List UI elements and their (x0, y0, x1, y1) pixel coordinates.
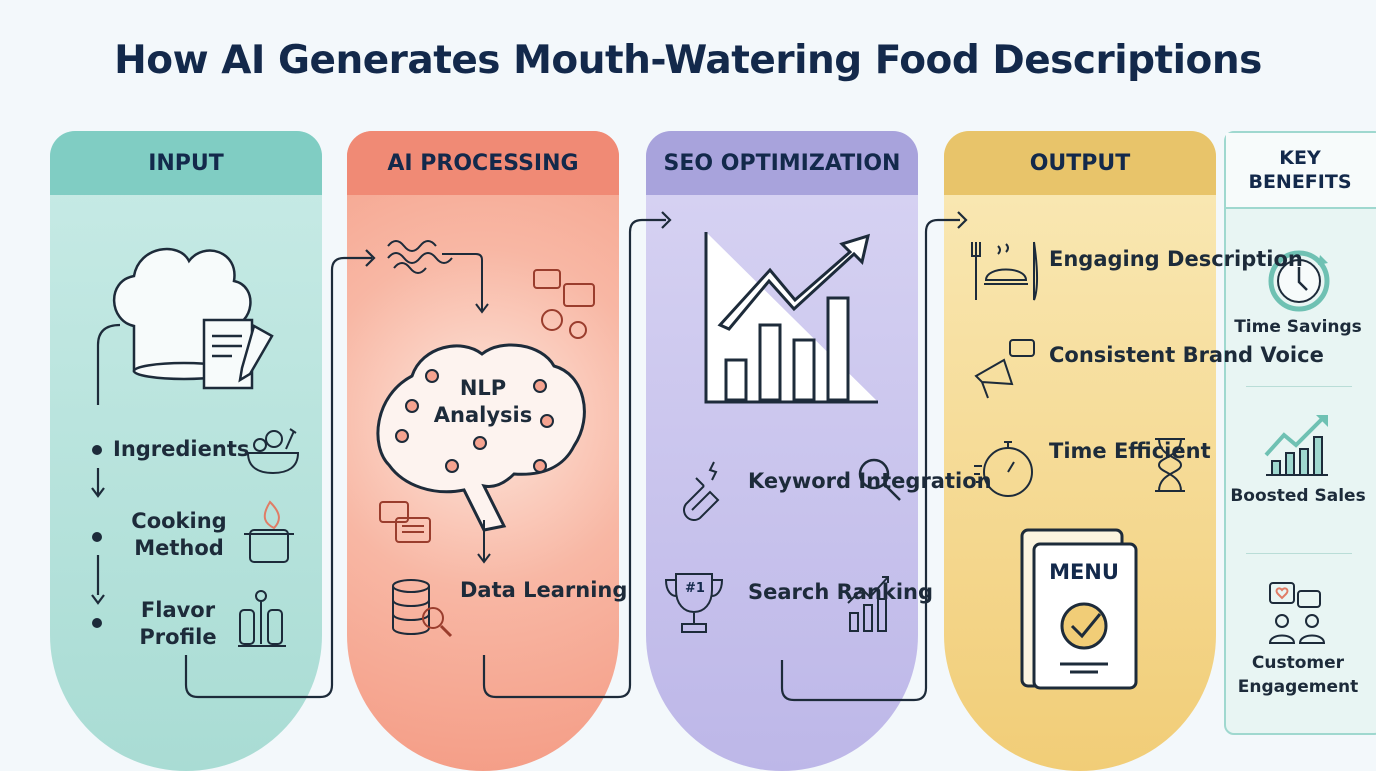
vegetable-bowl-icon (246, 428, 300, 475)
column-header: SEO OPTIMIZATION (646, 131, 918, 195)
search-ranking-label: Search Ranking (748, 580, 934, 604)
salt-pepper-icon (238, 590, 286, 647)
trophy-icon (664, 573, 724, 633)
search-icon (858, 458, 901, 501)
customer-engagement-icon (1268, 582, 1326, 644)
nlp-analysis-label: NLP Analysis (433, 376, 533, 427)
column-header: OUTPUT (944, 131, 1216, 195)
keyword-integration-label: Keyword Integration (748, 469, 992, 493)
consistent-brand-voice-label: Consistent Brand Voice (1049, 343, 1324, 367)
divider (1246, 386, 1352, 387)
engaging-description-label: Engaging Description (1049, 247, 1303, 271)
column-output: OUTPUT (944, 131, 1216, 771)
clock-icon (1268, 250, 1330, 312)
magnet-icon (683, 461, 720, 521)
database-search-icon (392, 579, 453, 638)
benefit-time-savings: Time Savings (1234, 317, 1362, 337)
data-learning-label: Data Learning (460, 578, 628, 602)
wave-icon (387, 240, 489, 314)
input-ingredients: Ingredients (113, 437, 250, 461)
input-cooking-method: Cooking Method (131, 509, 227, 560)
chat-gears-icon (533, 269, 595, 339)
menu-label: MENU (1049, 560, 1119, 584)
time-efficient-label: Time Efficient (1049, 439, 1211, 463)
bar-chart-icon (847, 576, 889, 632)
growth-chart-icon (704, 232, 878, 404)
brain-icon (376, 343, 586, 532)
hourglass-icon (1155, 438, 1185, 492)
food-plate-icon (971, 241, 1038, 301)
connector-input-to-ai (184, 256, 372, 699)
growth-chart-icon (1264, 415, 1328, 476)
megaphone-icon (974, 339, 1035, 399)
benefit-boosted-sales: Boosted Sales (1230, 486, 1366, 506)
column-header: AI PROCESSING (347, 131, 619, 195)
rank-badge: #1 (685, 581, 705, 596)
benefit-customer-engagement: Customer Engagement (1237, 653, 1359, 697)
stopwatch-icon (974, 441, 1033, 497)
page-title: How AI Generates Mouth-Watering Food Des… (114, 38, 1262, 83)
chat-bubbles-icon (379, 501, 431, 543)
chef-hat-icon (112, 247, 274, 390)
column-header: INPUT (50, 131, 322, 195)
connector-seo-to-output (780, 218, 960, 702)
menu-book-icon (1020, 528, 1138, 690)
divider (1246, 553, 1352, 554)
input-flow-line (96, 323, 121, 405)
connector-ai-to-seo (482, 218, 666, 699)
key-benefits-panel: KEY BENEFITS Time Savings Boosted Sales … (1224, 131, 1376, 735)
key-benefits-header: KEY BENEFITS (1226, 133, 1376, 209)
input-flavor-profile: Flavor Profile (139, 598, 217, 649)
arrow-down-icon (477, 520, 491, 564)
cooking-pot-fire-icon (244, 500, 294, 563)
